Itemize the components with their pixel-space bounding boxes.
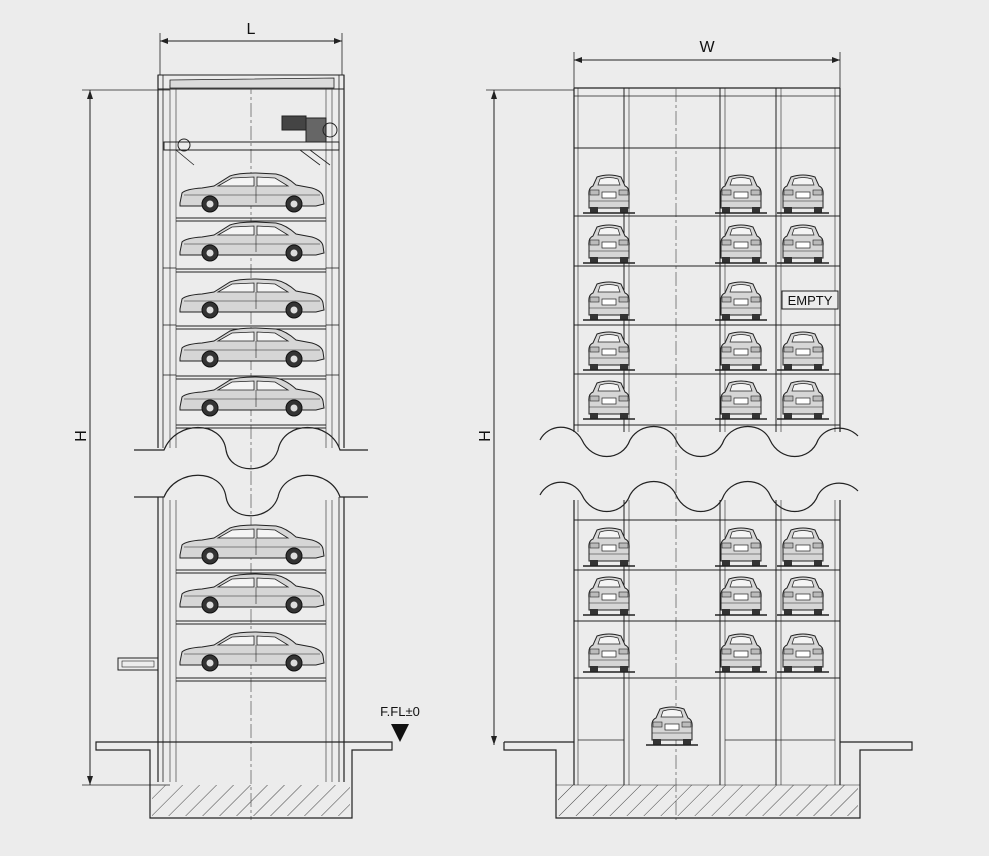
car-side [179,573,325,614]
car-rear [714,380,768,420]
car-rear [582,380,636,420]
side-width-label: L [247,21,256,38]
car-rear [582,633,636,673]
car-rear [714,174,768,214]
car-rear [714,633,768,673]
car-side [179,524,325,565]
car-rear [714,224,768,264]
car-rear [714,527,768,567]
empty-slot-box [781,290,839,310]
car-rear [776,224,830,264]
car-side [179,327,325,368]
car-rear [776,380,830,420]
car-side [179,172,325,213]
front-height-label: H [477,430,494,442]
side-view: L H [73,21,420,820]
car-rear [582,331,636,371]
car-rear [582,224,636,264]
car-rear [582,281,636,321]
car-rear [776,527,830,567]
floor-level-label: F.FL±0 [380,704,420,719]
car-rear [776,576,830,616]
empty-slot-label: EMPTY [788,293,833,308]
side-height-label: H [73,430,90,442]
car-rear [714,331,768,371]
car-rear [582,576,636,616]
car-rear [776,174,830,214]
car-side [179,278,325,319]
car-rear [714,576,768,616]
car-rear [645,706,699,746]
car-rear [582,174,636,214]
car-rear [776,633,830,673]
front-width-label: W [699,39,715,56]
car-rear [714,281,768,321]
car-rear [776,331,830,371]
car-side [179,221,325,262]
front-view: W H [477,39,913,820]
car-side [179,376,325,417]
car-rear [582,527,636,567]
car-side [179,631,325,672]
